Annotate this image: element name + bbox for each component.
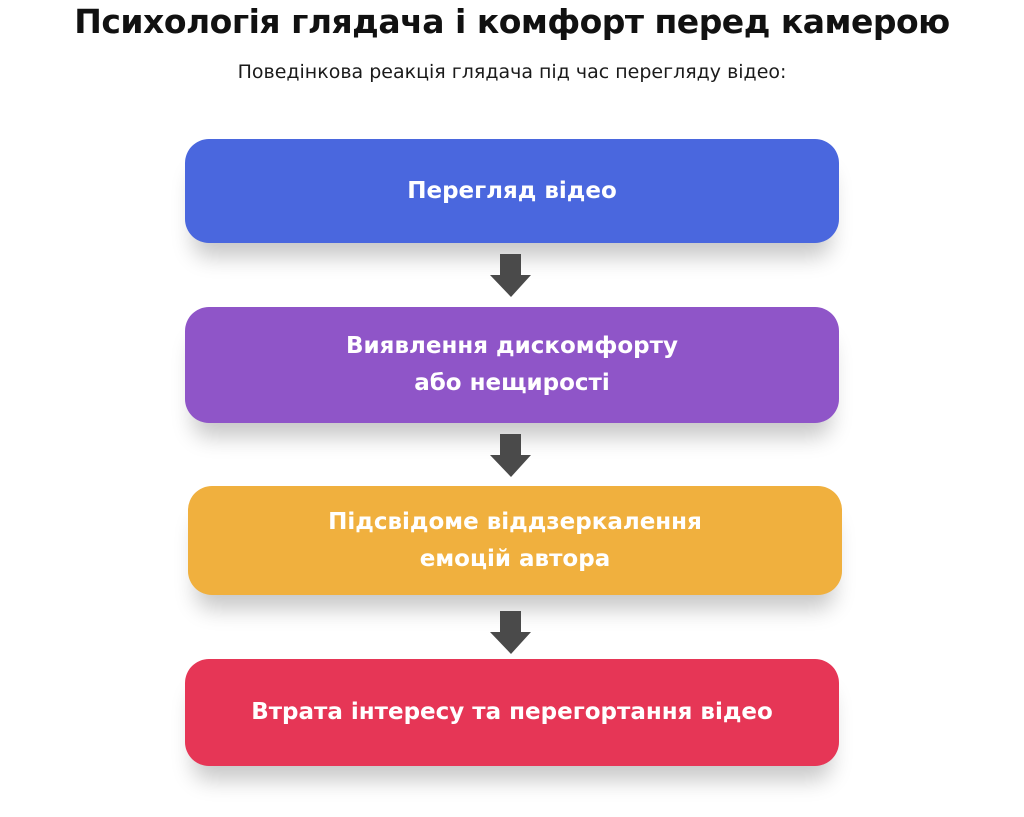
flow-step-label: Перегляд відео bbox=[407, 177, 617, 204]
flow-step-label: Виявлення дискомфорту або нещирості bbox=[346, 333, 678, 396]
arrow-down-icon bbox=[490, 611, 531, 654]
page-subtitle: Поведінкова реакція глядача під час пере… bbox=[237, 61, 787, 83]
page-title: Психологія глядача і комфорт перед камер… bbox=[74, 2, 950, 41]
flow-step-watch-video: Перегляд відео bbox=[185, 139, 839, 243]
arrow-down-icon bbox=[490, 254, 531, 297]
flow-step-detect-discomfort: Виявлення дискомфорту або нещирості bbox=[185, 307, 839, 423]
flow-step-subconscious-mirroring: Підсвідоме віддзеркалення емоцій автора bbox=[188, 486, 842, 595]
arrow-down-icon bbox=[490, 434, 531, 477]
flow-step-label: Підсвідоме віддзеркалення емоцій автора bbox=[328, 508, 702, 572]
flow-step-label: Втрата інтересу та перегортання відео bbox=[251, 699, 773, 725]
flow-step-lose-interest: Втрата інтересу та перегортання відео bbox=[185, 659, 839, 766]
